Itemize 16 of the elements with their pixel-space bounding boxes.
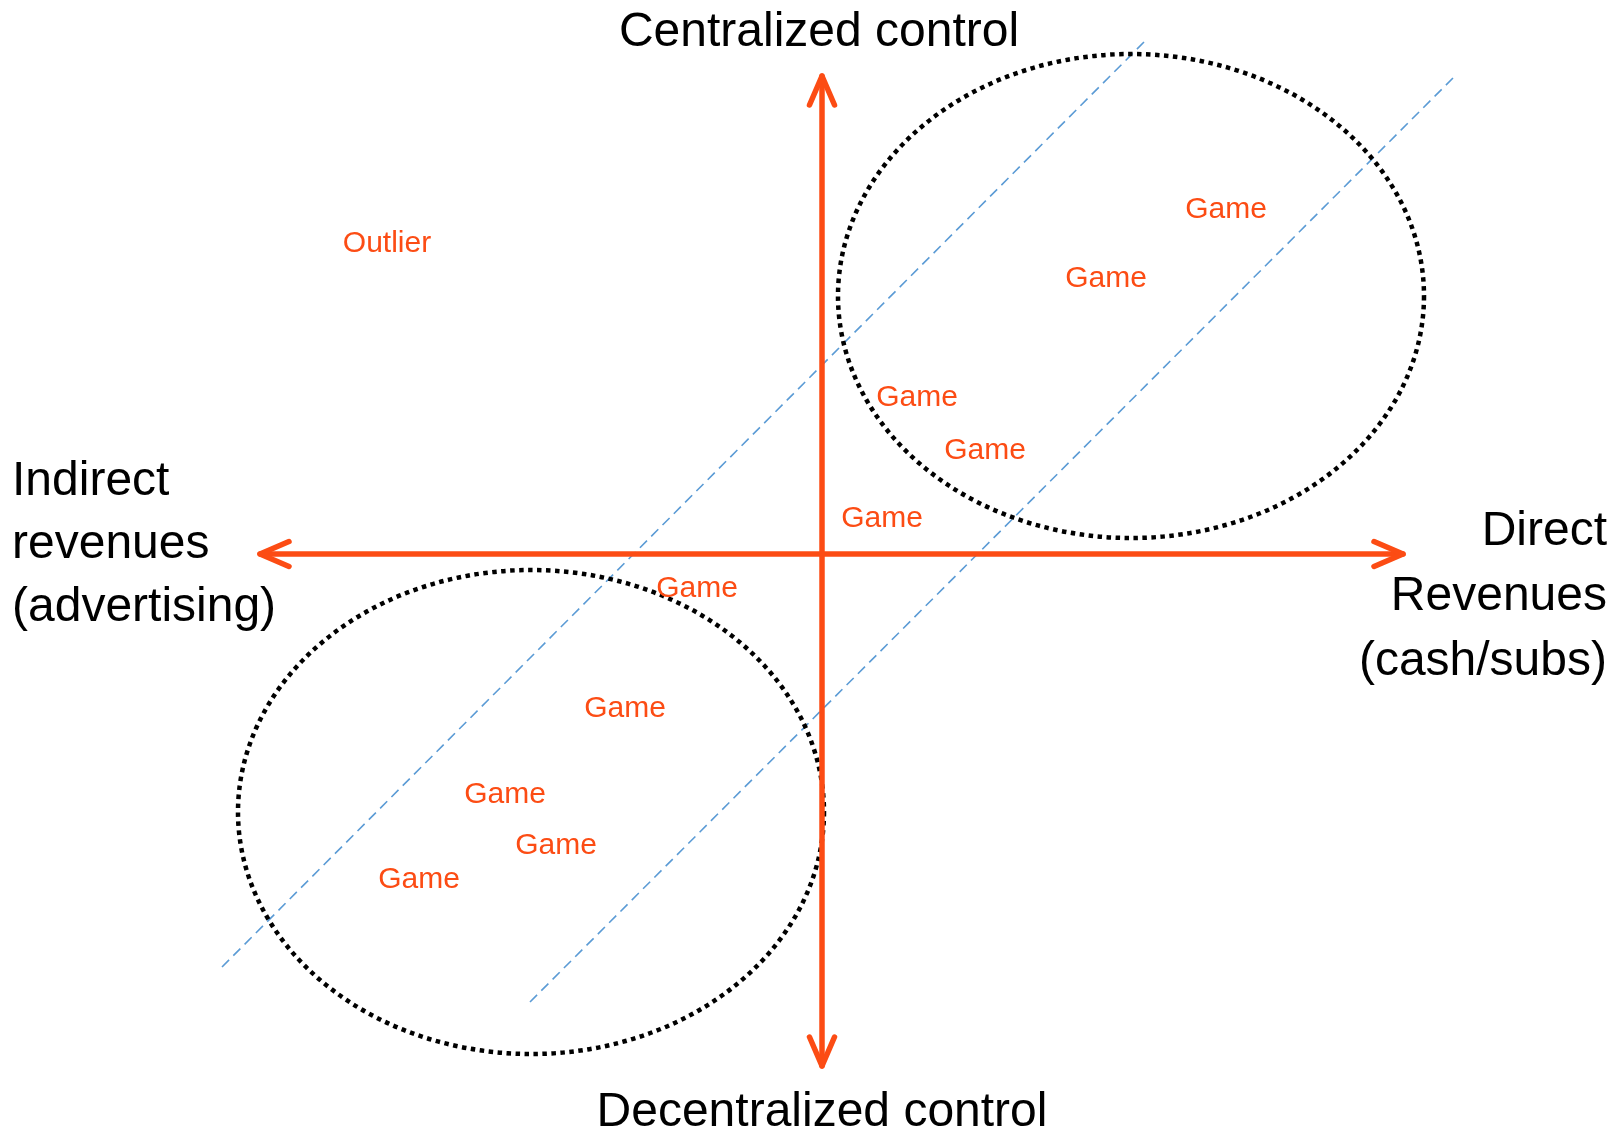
- axis-label: Centralized control: [618, 6, 1020, 54]
- data-point-label: Game: [944, 434, 1026, 464]
- data-point-label: Game: [378, 863, 460, 893]
- data-point-label: Game: [464, 778, 546, 808]
- cluster-ellipse: [835, 51, 1427, 541]
- data-point-label: Game: [876, 381, 958, 411]
- axis-label: Decentralized control: [596, 1086, 1048, 1134]
- data-point-label: Game: [1185, 193, 1267, 223]
- data-point-label: Game: [656, 572, 738, 602]
- axis-label: Indirect revenues (advertising): [12, 451, 278, 633]
- data-point-label: Game: [515, 829, 597, 859]
- data-point-label: Game: [1065, 262, 1147, 292]
- data-point-label: Game: [841, 502, 923, 532]
- data-point-label: Outlier: [342, 227, 432, 257]
- data-point-label: Game: [584, 692, 666, 722]
- axis-label: Direct Revenues (cash/subs): [1357, 501, 1607, 687]
